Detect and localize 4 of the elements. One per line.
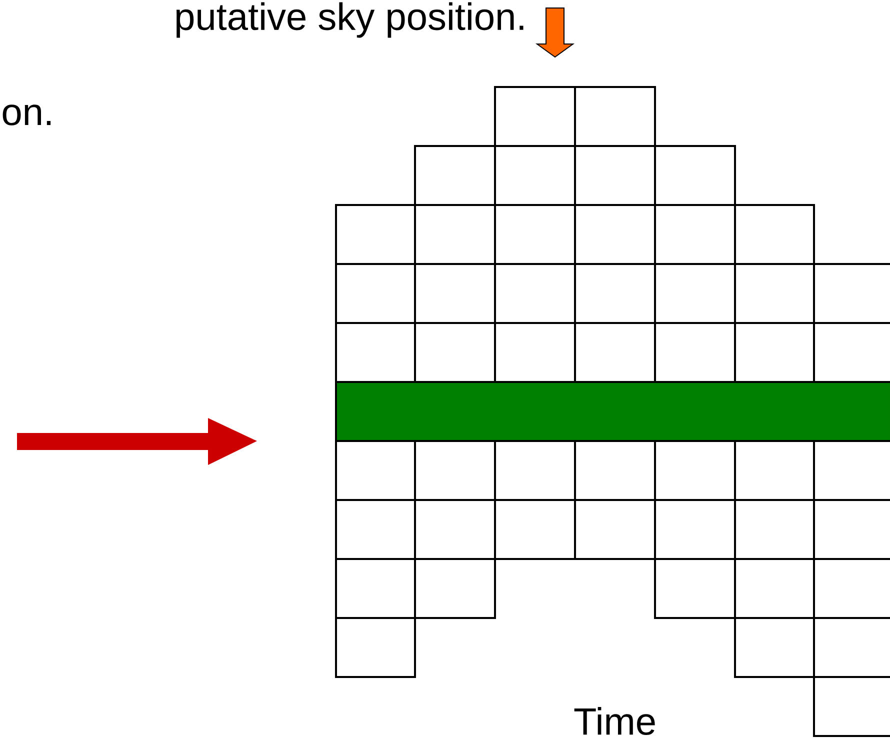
caption-text: putative sky position. [176,2,524,38]
caption-text: on. [2,104,51,126]
highlight-row [335,381,890,442]
axis-label: Time [574,707,655,735]
